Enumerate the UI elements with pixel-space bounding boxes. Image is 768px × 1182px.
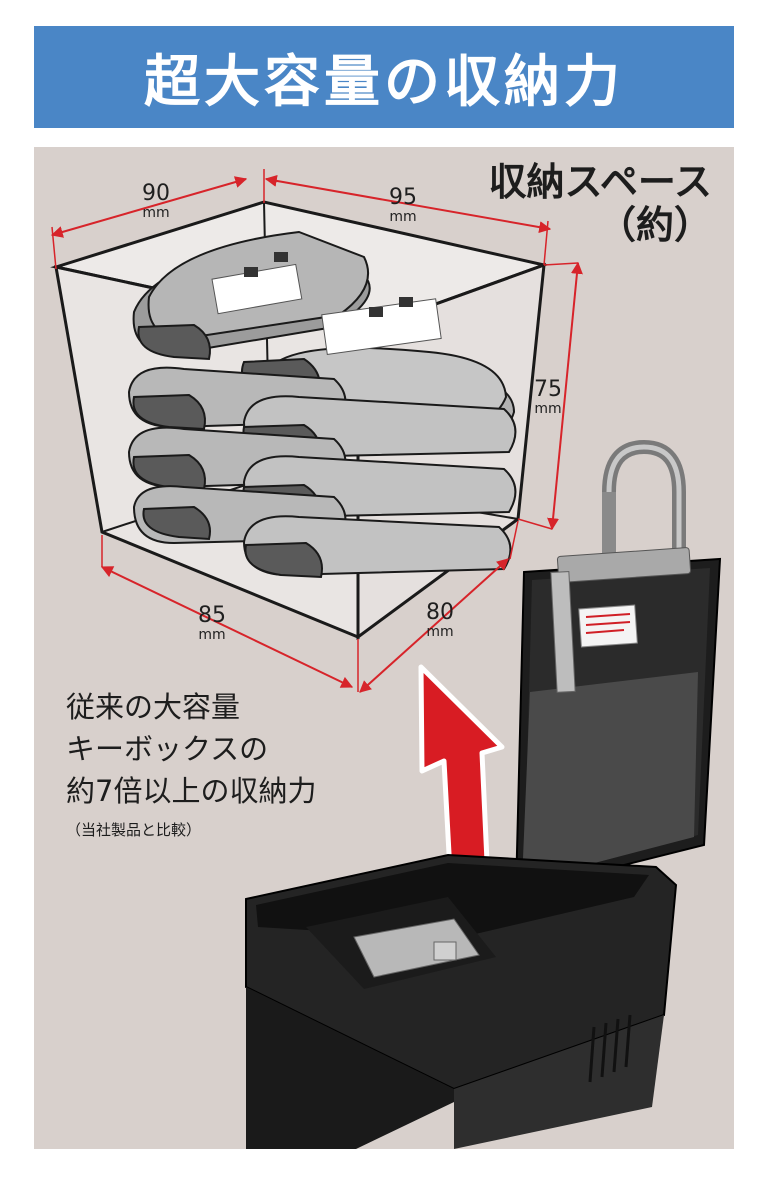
dimension-value: 75 [534, 377, 562, 402]
dimension-unit: mm [534, 401, 562, 417]
storage-space-label: 収納スペース （約） [489, 161, 712, 246]
dimension-lines [50, 169, 583, 693]
dimension-unit: mm [198, 627, 226, 643]
dimension-top-left: 90 mm [142, 181, 170, 221]
dimension-unit: mm [426, 624, 454, 640]
illustration-panel: 収納スペース （約） 90 mm 95 mm 75 mm 85 mm 80 mm… [34, 147, 734, 1149]
dimension-bottom-right: 80 mm [426, 600, 454, 640]
dimension-unit: mm [142, 205, 170, 221]
description-line-3: 約7倍以上の収納力 [66, 773, 317, 808]
dimension-value: 80 [426, 600, 454, 625]
dimension-value: 85 [198, 603, 226, 628]
dimension-value: 95 [389, 185, 417, 210]
illustration-art [50, 169, 722, 1149]
storage-space-label-line1: 収納スペース [488, 160, 712, 204]
description-line-1: 従来の大容量 [66, 690, 241, 724]
banner-title: 超大容量の収納力 [144, 49, 624, 115]
dimension-right: 75 mm [534, 377, 562, 417]
capacity-description: 従来の大容量 キーボックスの 約7倍以上の収納力 [66, 687, 316, 812]
title-banner: 超大容量の収納力 [34, 26, 734, 128]
key-box-stack [127, 230, 517, 579]
description-line-2: キーボックスの [66, 731, 269, 766]
dimension-top-right: 95 mm [389, 185, 417, 225]
dimension-bottom-left: 85 mm [198, 603, 226, 643]
comparison-note: （当社製品と比較） [66, 821, 202, 839]
lockbox-illustration [245, 439, 722, 1149]
dimension-unit: mm [389, 209, 417, 225]
dimension-value: 90 [142, 181, 170, 206]
storage-space-label-line2: （約） [597, 202, 712, 247]
